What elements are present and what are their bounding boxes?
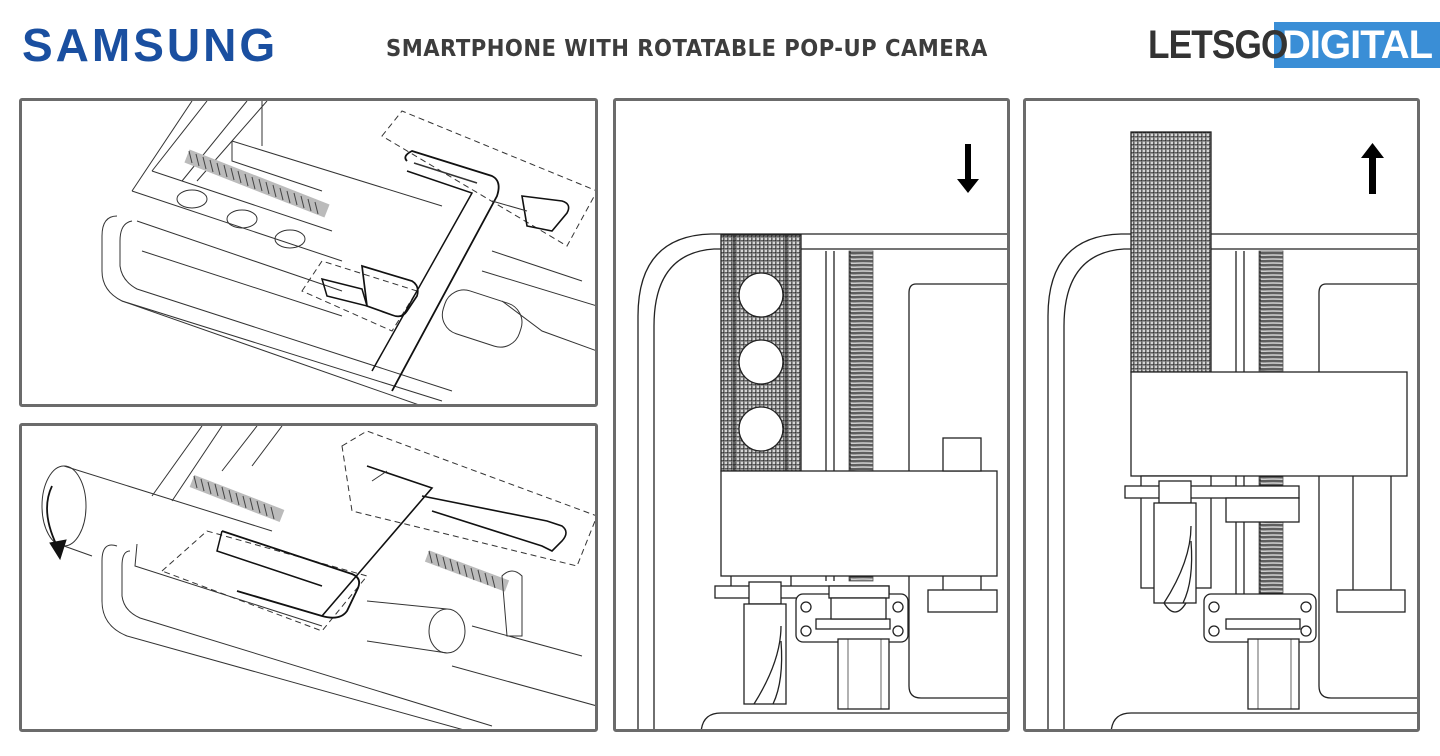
letsgodigital-logo: LETSGO DIGITAL — [1148, 22, 1440, 68]
page-title: SMARTPHONE WITH ROTATABLE POP-UP CAMERA — [386, 36, 988, 62]
panel-front-retracted — [613, 98, 1010, 732]
panel-isometric-retracted — [19, 98, 598, 407]
logo-part-letsgo: LETSGO — [1148, 22, 1288, 67]
panel-front-popped-up — [1023, 98, 1420, 732]
spring-coil — [184, 149, 330, 218]
down-arrow-icon — [957, 144, 979, 193]
samsung-logo: SAMSUNG — [22, 19, 279, 71]
rotate-arrow-icon — [46, 485, 67, 561]
logo-part-digital: DIGITAL — [1274, 22, 1440, 68]
header: SAMSUNG SMARTPHONE WITH ROTATABLE POP-UP… — [0, 0, 1440, 95]
up-arrow-icon — [1361, 143, 1384, 194]
panel-isometric-rotation — [19, 423, 598, 732]
